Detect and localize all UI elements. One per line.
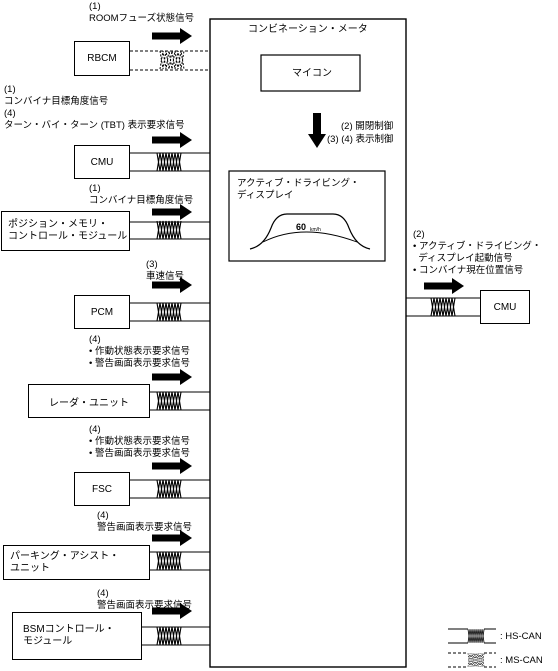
rbcm-signal: ROOMフューズ状態信号 <box>89 13 195 24</box>
combination-meter-box <box>209 18 407 668</box>
fsc-signal-2: • 警告画面表示要求信号 <box>89 448 190 459</box>
parking-line2: ユニット <box>10 562 50 574</box>
cmu-signal-num-2: (4) <box>4 108 16 119</box>
bsm-box: BSMコントロール・モジュール <box>12 612 142 660</box>
radar-unit-box: レーダ・ユニット <box>28 384 150 418</box>
speed-unit: km/h <box>310 227 321 233</box>
output-signal-num: (2) <box>413 229 425 240</box>
legend-ms-coil-icon <box>467 653 485 667</box>
legend-hs-can: : HS-CAN <box>500 631 542 642</box>
legend-ms-can: : MS-CAN <box>500 655 543 666</box>
bsm-line1: BSMコントロール・ <box>23 624 115 635</box>
bsm-signal: 警告画面表示要求信号 <box>97 600 193 611</box>
pms-line2: コントロール・モジュール <box>8 231 128 242</box>
micon-label: マイコン <box>292 68 332 79</box>
pcm-box: PCM <box>74 295 130 329</box>
cmu-box-left: CMU <box>74 145 130 179</box>
pms-signal: コンバイナ目標角度信号 <box>89 195 194 206</box>
output-signal-1: • アクティブ・ドライビング・ <box>413 241 542 252</box>
parking-line1: パーキング・アシスト・ <box>10 550 120 562</box>
ctrl-label-1: (2) 開閉制御 <box>341 121 394 132</box>
display-label-1: アクティブ・ドライビング・ <box>237 178 360 189</box>
output-signal-3: • コンバイナ現在位置信号 <box>413 265 524 276</box>
radar-signal-num: (4) <box>89 334 101 345</box>
cmu-box-right: CMU <box>480 290 530 324</box>
fsc-signal-num: (4) <box>89 424 101 435</box>
down-arrow-icon <box>308 113 326 148</box>
rbcm-box: RBCM <box>74 41 130 76</box>
display-box <box>228 170 386 262</box>
pcm-signal-num: (3) <box>146 259 158 270</box>
radar-signal-2: • 警告画面表示要求信号 <box>89 358 190 369</box>
ms-can-coil-icon <box>159 50 185 70</box>
fsc-signal-1: • 作動状態表示要求信号 <box>89 436 190 447</box>
ctrl-label-2: (3) (4) 表示制御 <box>327 134 394 145</box>
parking-signal: 警告画面表示要求信号 <box>97 522 193 533</box>
cmu-signal-num-1: (1) <box>4 84 16 95</box>
rbcm-signal-num: (1) <box>89 1 101 12</box>
position-memory-box: ポジション・メモリ・コントロール・モジュール <box>1 211 130 251</box>
bsm-line2: モジュール <box>23 636 73 647</box>
fsc-box: FSC <box>74 472 130 506</box>
cmu-signal-1: コンバイナ目標角度信号 <box>4 96 109 107</box>
bsm-signal-num: (4) <box>97 588 109 599</box>
cmu-signal-2: ターン・バイ・ターン (TBT) 表示要求信号 <box>4 120 185 131</box>
micon-box <box>260 54 361 92</box>
pms-signal-num: (1) <box>89 183 101 194</box>
meter-title: コンビネーション・メータ <box>248 24 368 35</box>
pcm-signal: 車速信号 <box>146 271 185 282</box>
output-signal-2: ディスプレイ起動信号 <box>413 253 513 264</box>
speed-value: 60 <box>296 222 307 232</box>
legend-hs-coil-icon <box>467 629 485 643</box>
pms-line1: ポジション・メモリ・ <box>8 219 108 230</box>
combiner-shape <box>249 213 371 250</box>
radar-signal-1: • 作動状態表示要求信号 <box>89 346 190 357</box>
parking-signal-num: (4) <box>97 510 109 521</box>
display-label-2: ディスプレイ <box>237 190 294 201</box>
parking-assist-box: パーキング・アシスト・ユニット <box>3 545 150 580</box>
